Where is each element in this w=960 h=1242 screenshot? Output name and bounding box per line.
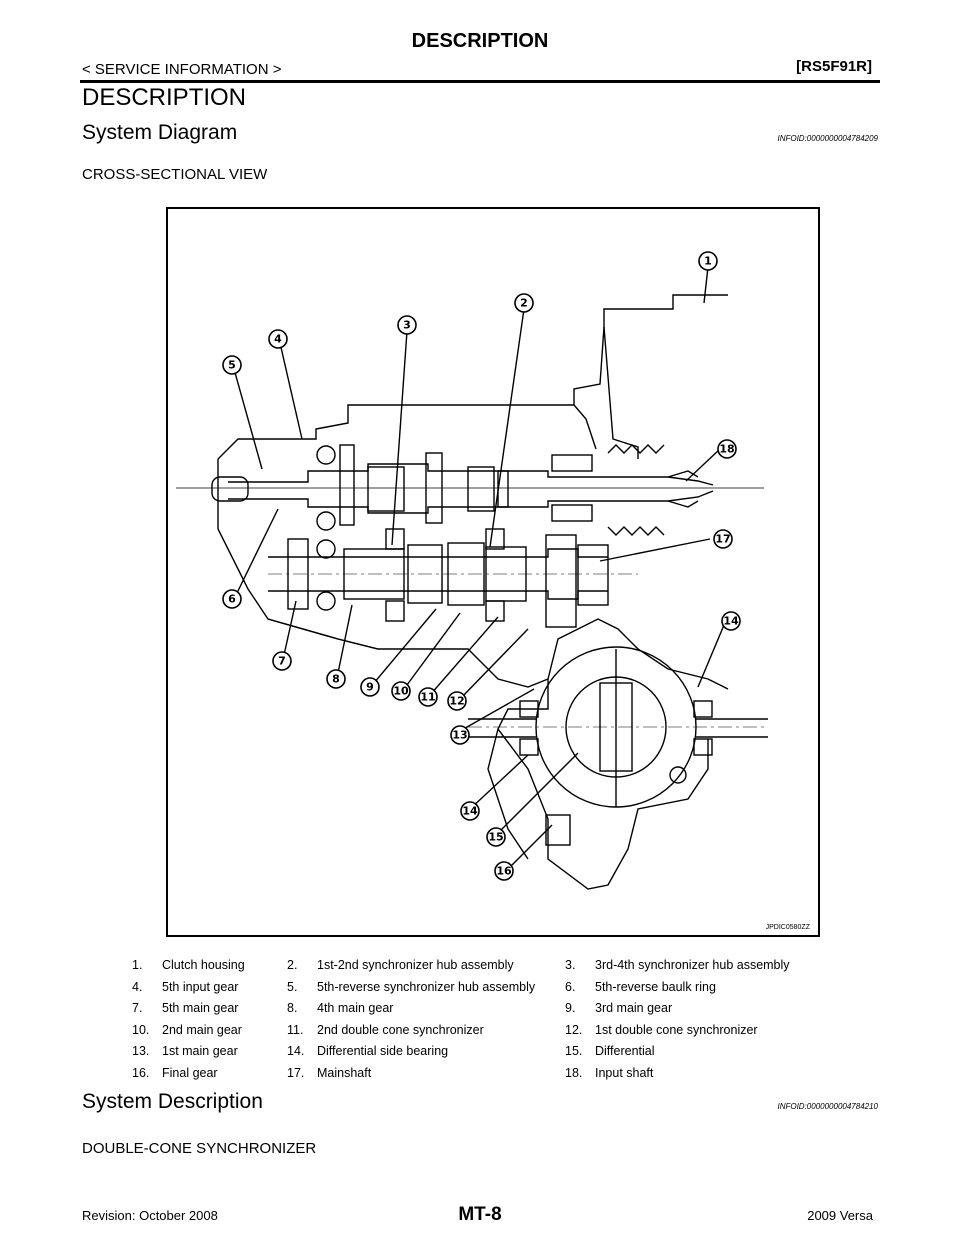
figure-id: JPDIC0580ZZ	[765, 924, 810, 931]
legend-item: 2.1st-2nd synchronizer hub assembly	[287, 958, 514, 972]
legend-item: 7.5th main gear	[132, 1001, 239, 1015]
legend-item: 1.Clutch housing	[132, 958, 245, 972]
parts-legend: 1.Clutch housing 2.1st-2nd synchronizer …	[132, 958, 832, 1087]
system-description-infoid: INFOID:0000000004784210	[777, 1102, 878, 1111]
callout-2: 2	[520, 297, 528, 310]
legend-item: 9.3rd main gear	[565, 1001, 673, 1015]
legend-item: 18.Input shaft	[565, 1065, 654, 1080]
system-diagram-title: System Diagram	[82, 121, 238, 144]
legend-item: 3.3rd-4th synchronizer hub assembly	[565, 958, 790, 972]
callout-17: 17	[715, 533, 730, 546]
callout-5: 5	[228, 359, 236, 372]
legend-item: 10.2nd main gear	[132, 1022, 242, 1037]
callout-14-upper: 14	[723, 615, 739, 628]
legend-item: 15.Differential	[565, 1044, 655, 1058]
legend-item: 4.5th input gear	[132, 979, 239, 994]
callout-markers: 1 2 3 4 5 6 7 8 9 10 11 12 13 14 14 15 1…	[222, 251, 741, 881]
legend-row: 13.1st main gear 14.Differential side be…	[132, 1044, 832, 1066]
callout-1: 1	[704, 255, 712, 268]
footer-model-year: 2009 Versa	[807, 1208, 873, 1223]
legend-item: 12.1st double cone synchronizer	[565, 1022, 758, 1037]
legend-row: 4.5th input gear 5.5th-reverse synchroni…	[132, 980, 832, 1002]
transaxle-cross-section-drawing: 1 2 3 4 5 6 7 8 9 10 11 12 13 14 14 15 1…	[176, 251, 768, 890]
callout-3: 3	[403, 319, 411, 332]
legend-row: 1.Clutch housing 2.1st-2nd synchronizer …	[132, 958, 832, 980]
legend-item: 6.5th-reverse baulk ring	[565, 979, 716, 994]
legend-item: 5.5th-reverse synchronizer hub assembly	[287, 979, 536, 994]
double-cone-synchronizer-label: DOUBLE-CONE SYNCHRONIZER	[82, 1140, 317, 1157]
cross-sectional-view-label: CROSS-SECTIONAL VIEW	[82, 166, 268, 183]
legend-item: 8.4th main gear	[287, 1001, 394, 1015]
header-model-code: [RS5F91R]	[796, 58, 872, 75]
legend-item: 13.1st main gear	[132, 1044, 238, 1058]
callout-16: 16	[496, 865, 512, 878]
callout-9: 9	[366, 681, 374, 694]
legend-row: 10.2nd main gear 11.2nd double cone sync…	[132, 1023, 832, 1045]
legend-row: 16. Final gear 17.Mainshaft 18.Input sha…	[132, 1066, 832, 1088]
callout-4: 4	[274, 333, 282, 346]
legend-item: 14.Differential side bearing	[287, 1044, 449, 1058]
legend-row: 7.5th main gear 8.4th main gear 9.3rd ma…	[132, 1001, 832, 1023]
footer-page-number: MT-8	[458, 1204, 502, 1225]
header-divider	[80, 80, 880, 83]
page-header-title: DESCRIPTION	[411, 30, 549, 52]
callout-18: 18	[719, 443, 734, 456]
legend-item: 16. Final gear	[132, 1065, 218, 1080]
footer-revision: Revision: October 2008	[82, 1208, 218, 1223]
legend-item: 11.2nd double cone synchronizer	[287, 1022, 484, 1037]
system-description-title: System Description	[82, 1090, 263, 1113]
callout-13: 13	[452, 729, 467, 742]
callout-6: 6	[228, 593, 236, 606]
callout-12: 12	[449, 695, 464, 708]
callout-8: 8	[332, 673, 340, 686]
legend-item: 17.Mainshaft	[287, 1065, 372, 1080]
system-diagram-infoid: INFOID:0000000004784209	[777, 134, 878, 143]
callout-11: 11	[420, 691, 435, 704]
section-title: DESCRIPTION	[82, 84, 247, 111]
header-breadcrumb: < SERVICE INFORMATION >	[82, 61, 282, 78]
callout-15: 15	[488, 831, 503, 844]
cross-sectional-figure: 1 2 3 4 5 6 7 8 9 10 11 12 13 14 14 15 1…	[166, 207, 820, 937]
callout-14-lower: 14	[462, 805, 478, 818]
callout-10: 10	[393, 685, 409, 698]
callout-7: 7	[278, 655, 286, 668]
